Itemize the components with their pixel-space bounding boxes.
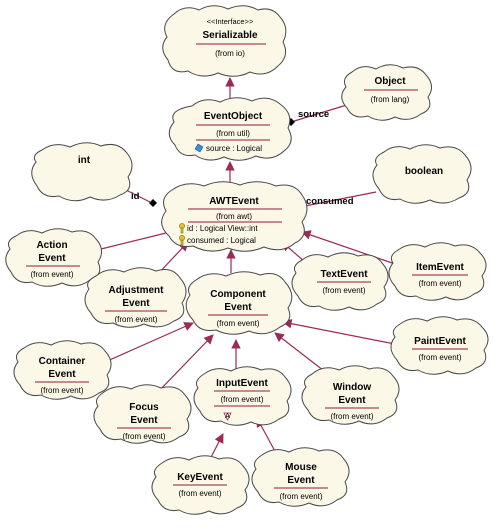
class-awtevent[interactable]: AWTEvent (from awt) id : Logical View::i… [161, 181, 308, 252]
keyevent-from: (from event) [178, 489, 221, 498]
class-mouseevent[interactable]: Mouse Event (from event) [251, 447, 350, 507]
eventobject-attribute: source : Logical [206, 144, 262, 153]
containerevent-name-line1: Container [39, 356, 86, 367]
class-itemevent[interactable]: ItemEvent (from event) [388, 242, 487, 301]
key-icon [179, 223, 185, 234]
windowevent-name-line2: Event [338, 395, 366, 406]
class-windowevent[interactable]: Window Event (from event) [301, 365, 400, 425]
serializable-stereotype: <<Interface>> [207, 17, 254, 26]
object-from: (from lang) [371, 95, 410, 104]
itemevent-from: (from event) [418, 279, 461, 288]
textevent-from: (from event) [322, 286, 365, 295]
action-to-awtevent [96, 227, 179, 251]
actionevent-from: (from event) [30, 270, 73, 279]
class-serializable[interactable]: <<Interface>> Serializable (from io) [162, 5, 287, 77]
class-eventobject[interactable]: EventObject (from util) source : Logical [168, 97, 292, 161]
focusevent-name-line1: Focus [129, 402, 159, 413]
componentevent-name-line1: Component [210, 289, 266, 300]
item-to-awtevent [301, 230, 396, 265]
focus-to-component [156, 334, 214, 394]
object-name: Object [374, 76, 406, 87]
class-inputevent[interactable]: InputEvent (from event) A [193, 366, 292, 426]
serializable-from: (from io) [215, 49, 245, 58]
serializable-name: Serializable [202, 30, 257, 41]
class-object[interactable]: Object (from lang) [341, 64, 432, 121]
windowevent-name-line1: Window [333, 382, 371, 393]
class-focusevent[interactable]: Focus Event (from event) [93, 384, 192, 444]
inputevent-from: (from event) [220, 395, 263, 404]
awtevent-attribute-id: id : Logical View::int [187, 224, 258, 233]
containerevent-name-line2: Event [48, 369, 76, 380]
paintevent-name: PaintEvent [414, 336, 466, 347]
mouseevent-from: (from event) [279, 492, 322, 501]
eventobject-from: (from util) [216, 129, 250, 138]
class-actionevent[interactable]: Action Event (from event) [5, 228, 102, 287]
class-textevent[interactable]: TextEvent (from event) [291, 252, 389, 311]
focusevent-name-line2: Event [130, 415, 158, 426]
class-boolean[interactable]: boolean [372, 144, 472, 204]
class-containerevent[interactable]: Container Event (from event) [13, 340, 112, 400]
role-source: source [298, 109, 329, 120]
abstract-marker-icon [223, 412, 232, 421]
awtevent-attribute-consumed: consumed : Logical [187, 236, 256, 245]
source-association-line [290, 103, 351, 123]
itemevent-name: ItemEvent [416, 262, 464, 273]
role-consumed: consumed [306, 196, 354, 207]
inputevent-name: InputEvent [216, 378, 268, 389]
adjustmentevent-name-line2: Event [122, 298, 150, 309]
awtevent-name: AWTEvent [209, 196, 259, 207]
key-icon [179, 235, 185, 246]
relationships [96, 77, 401, 464]
container-to-component [104, 322, 194, 363]
awtevent-from: (from awt) [216, 212, 252, 221]
class-keyevent[interactable]: KeyEvent (from event) [151, 455, 250, 515]
class-paintevent[interactable]: PaintEvent (from event) [390, 316, 489, 375]
componentevent-from: (from event) [216, 319, 259, 328]
attribute-icon [194, 143, 204, 153]
eventobject-name: EventObject [204, 111, 263, 122]
actionevent-name-line2: Event [38, 253, 66, 264]
int-name: int [78, 155, 91, 166]
class-int[interactable]: int [31, 142, 133, 202]
windowevent-from: (from event) [330, 412, 373, 421]
focusevent-from: (from event) [122, 432, 165, 441]
boolean-name: boolean [405, 166, 443, 177]
consumed-association-line [299, 191, 377, 208]
abstract-marker: A [225, 411, 230, 420]
componentevent-name-line2: Event [224, 302, 252, 313]
mouseevent-name-line2: Event [287, 475, 315, 486]
class-componentevent[interactable]: Component Event (from event) [185, 271, 293, 335]
actionevent-name-line1: Action [36, 240, 67, 251]
window-to-component [274, 332, 329, 375]
adjustmentevent-name-line1: Adjustment [109, 285, 165, 296]
paintevent-from: (from event) [418, 353, 461, 362]
paint-to-component [282, 318, 401, 346]
id-aggregation-diamond [149, 199, 157, 207]
role-id: id [131, 191, 140, 202]
mouseevent-name-line1: Mouse [285, 462, 317, 473]
adjustmentevent-from: (from event) [114, 315, 157, 324]
class-adjustmentevent[interactable]: Adjustment Event (from event) [84, 267, 187, 328]
textevent-name: TextEvent [320, 269, 368, 280]
containerevent-from: (from event) [40, 386, 83, 395]
keyevent-name: KeyEvent [177, 472, 223, 483]
